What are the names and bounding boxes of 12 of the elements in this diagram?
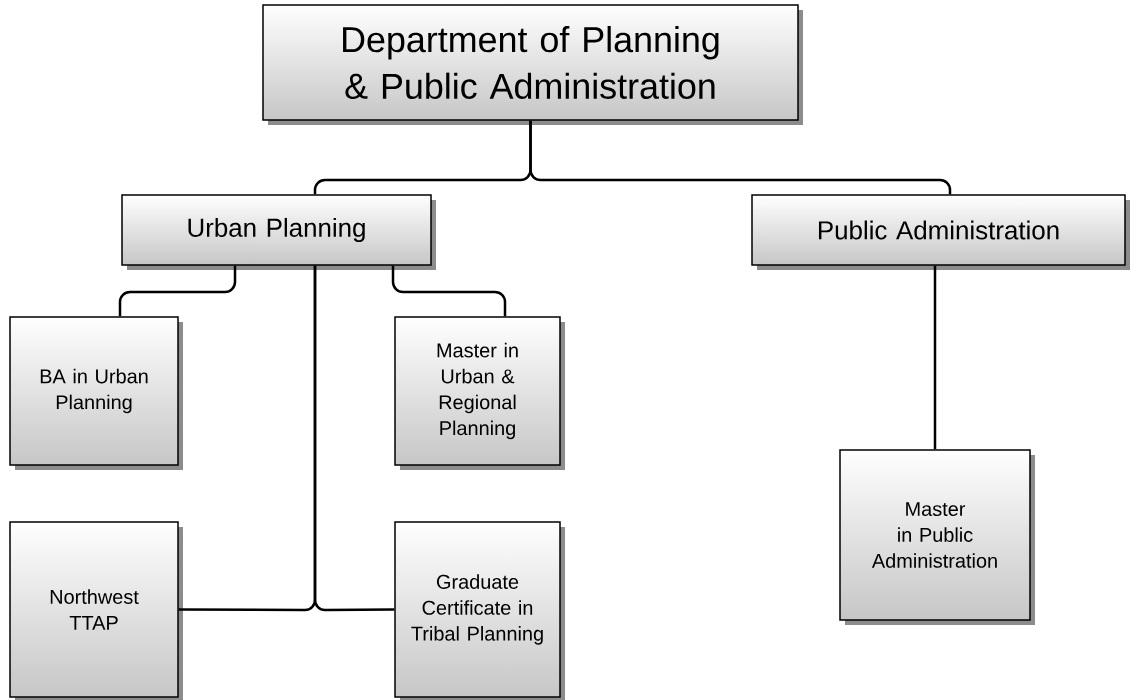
box: Graduate Certificate in Tribal Planning	[394, 521, 565, 700]
connector-line	[391, 265, 507, 317]
connector-line	[313, 265, 395, 612]
box: BA in Urban Planning	[9, 316, 183, 470]
box: Public Administration	[751, 194, 1130, 270]
box: Department of Planning & Public Administration	[262, 4, 803, 125]
box: Master in Urban & Regional Planning	[394, 316, 565, 470]
box: Northwest TTAP	[9, 521, 183, 700]
box: Master in Public Administration	[839, 449, 1035, 625]
connector-line	[118, 265, 237, 317]
connector-line	[933, 265, 937, 450]
box: Urban Planning	[121, 194, 436, 270]
